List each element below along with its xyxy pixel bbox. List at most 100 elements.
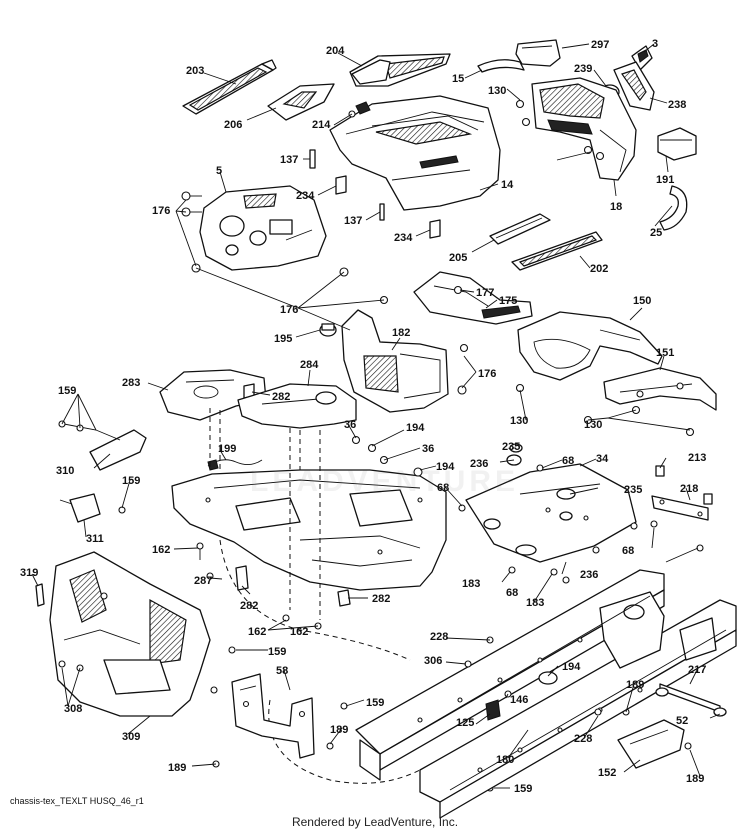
callout-162-c: 162 xyxy=(290,626,308,638)
part-297-cap xyxy=(515,39,561,67)
callout-25: 25 xyxy=(650,227,662,239)
callout-194-c: 194 xyxy=(562,661,581,673)
callout-152: 152 xyxy=(598,767,616,779)
part-37-footrest-body xyxy=(171,469,447,591)
part-238-plate xyxy=(613,61,655,111)
callout-176-b: 176 xyxy=(280,304,298,316)
callout-52: 52 xyxy=(676,715,688,727)
callout-189-c: 189 xyxy=(168,762,186,774)
part-5-dash-panel xyxy=(199,185,327,271)
callout-34: 34 xyxy=(596,453,609,465)
part-311-bracket xyxy=(59,493,126,523)
callout-238: 238 xyxy=(668,99,686,111)
callout-189-a: 189 xyxy=(626,679,644,691)
callout-130-c: 130 xyxy=(584,419,602,431)
part-151-bracket xyxy=(603,367,717,411)
callout-202: 202 xyxy=(590,263,608,275)
bolt-36-a xyxy=(351,435,361,445)
callout-labels: 203 204 297 3 239 238 15 206 214 130 5 1… xyxy=(20,38,706,795)
bolt-189-e xyxy=(684,742,692,750)
callout-306: 306 xyxy=(424,655,442,667)
callout-283: 283 xyxy=(122,377,140,389)
part-152-bracket xyxy=(617,719,685,769)
callout-5: 5 xyxy=(216,165,222,177)
callout-204: 204 xyxy=(326,45,345,57)
part-310-bracket xyxy=(58,420,147,471)
callout-68-a: 68 xyxy=(562,455,574,467)
callout-194-a: 194 xyxy=(406,422,425,434)
callout-176-a: 176 xyxy=(152,205,170,217)
part-58-bracket xyxy=(231,673,315,759)
part-15-trim-strip xyxy=(477,59,525,73)
part-282-clip-b xyxy=(235,565,249,591)
callout-3: 3 xyxy=(652,38,658,50)
part-52-washer-b xyxy=(713,707,727,717)
callout-234-b: 234 xyxy=(394,232,413,244)
callout-228-b: 228 xyxy=(574,733,592,745)
part-137-pin-lower xyxy=(379,203,385,221)
part-150-fender xyxy=(517,311,663,381)
part-203-grille-strip xyxy=(182,59,277,115)
bolt-308-a xyxy=(58,660,66,668)
callout-175: 175 xyxy=(499,295,517,307)
callout-236-b: 236 xyxy=(580,569,598,581)
callout-183-a: 183 xyxy=(462,578,480,590)
part-14-hood xyxy=(329,95,501,211)
part-234-tab-lower xyxy=(429,219,441,239)
callout-319: 319 xyxy=(20,567,38,579)
bolt-213-b xyxy=(703,493,713,505)
callout-151: 151 xyxy=(656,347,674,359)
part-205-strip xyxy=(489,213,551,245)
callout-235-b: 235 xyxy=(624,484,642,496)
part-52-washer-a xyxy=(655,687,669,697)
callout-150: 150 xyxy=(633,295,651,307)
callout-14: 14 xyxy=(501,179,514,191)
part-206-dash-insert xyxy=(267,83,335,121)
part-195-knob xyxy=(319,323,337,337)
bolt-176-a xyxy=(181,191,202,201)
part-217-rod xyxy=(659,683,721,713)
callout-297: 297 xyxy=(591,39,609,51)
callout-159-b: 159 xyxy=(122,475,140,487)
callout-282-b: 282 xyxy=(240,600,258,612)
part-202-grille-strip xyxy=(511,231,603,271)
callout-214: 214 xyxy=(312,119,331,131)
callout-199: 199 xyxy=(218,443,236,455)
callout-137-a: 137 xyxy=(280,154,298,166)
part-25-curved-trim xyxy=(659,185,688,231)
watermark-text: LEADVENTURE xyxy=(250,465,520,498)
callout-217: 217 xyxy=(688,664,706,676)
bolt-287 xyxy=(206,572,214,580)
callout-15: 15 xyxy=(452,73,464,85)
callout-159-e: 159 xyxy=(514,783,532,795)
bolt-130-a xyxy=(515,99,525,109)
bolt-130-b xyxy=(521,117,531,127)
part-125-block xyxy=(485,699,501,721)
callout-239: 239 xyxy=(574,63,592,75)
bolt-213-a xyxy=(655,465,665,477)
bolt-68-d xyxy=(550,568,558,576)
callout-284: 284 xyxy=(300,359,319,371)
callout-191: 191 xyxy=(656,174,674,186)
callout-130-b: 130 xyxy=(510,415,528,427)
part-234-tab-upper xyxy=(335,175,347,195)
part-236-bushing-b xyxy=(559,511,573,521)
callout-162-b: 162 xyxy=(248,626,266,638)
callout-130-a: 130 xyxy=(488,85,506,97)
callout-234-a: 234 xyxy=(296,190,315,202)
callout-194-b: 194 xyxy=(436,461,455,473)
callout-68-b: 68 xyxy=(437,482,449,494)
callout-203: 203 xyxy=(186,65,204,77)
bolt-194-a xyxy=(367,443,377,453)
callout-310: 310 xyxy=(56,465,74,477)
callout-159-a: 159 xyxy=(58,385,76,397)
callout-213: 213 xyxy=(688,452,706,464)
bolt-162-b xyxy=(282,614,290,622)
part-180-chassis-frame xyxy=(355,569,737,819)
bolt-130-d xyxy=(595,151,605,161)
bolt-183-a xyxy=(508,566,516,574)
callout-159-c: 159 xyxy=(268,646,286,658)
callout-36-a: 36 xyxy=(344,419,356,431)
part-194-bushing xyxy=(538,671,558,685)
